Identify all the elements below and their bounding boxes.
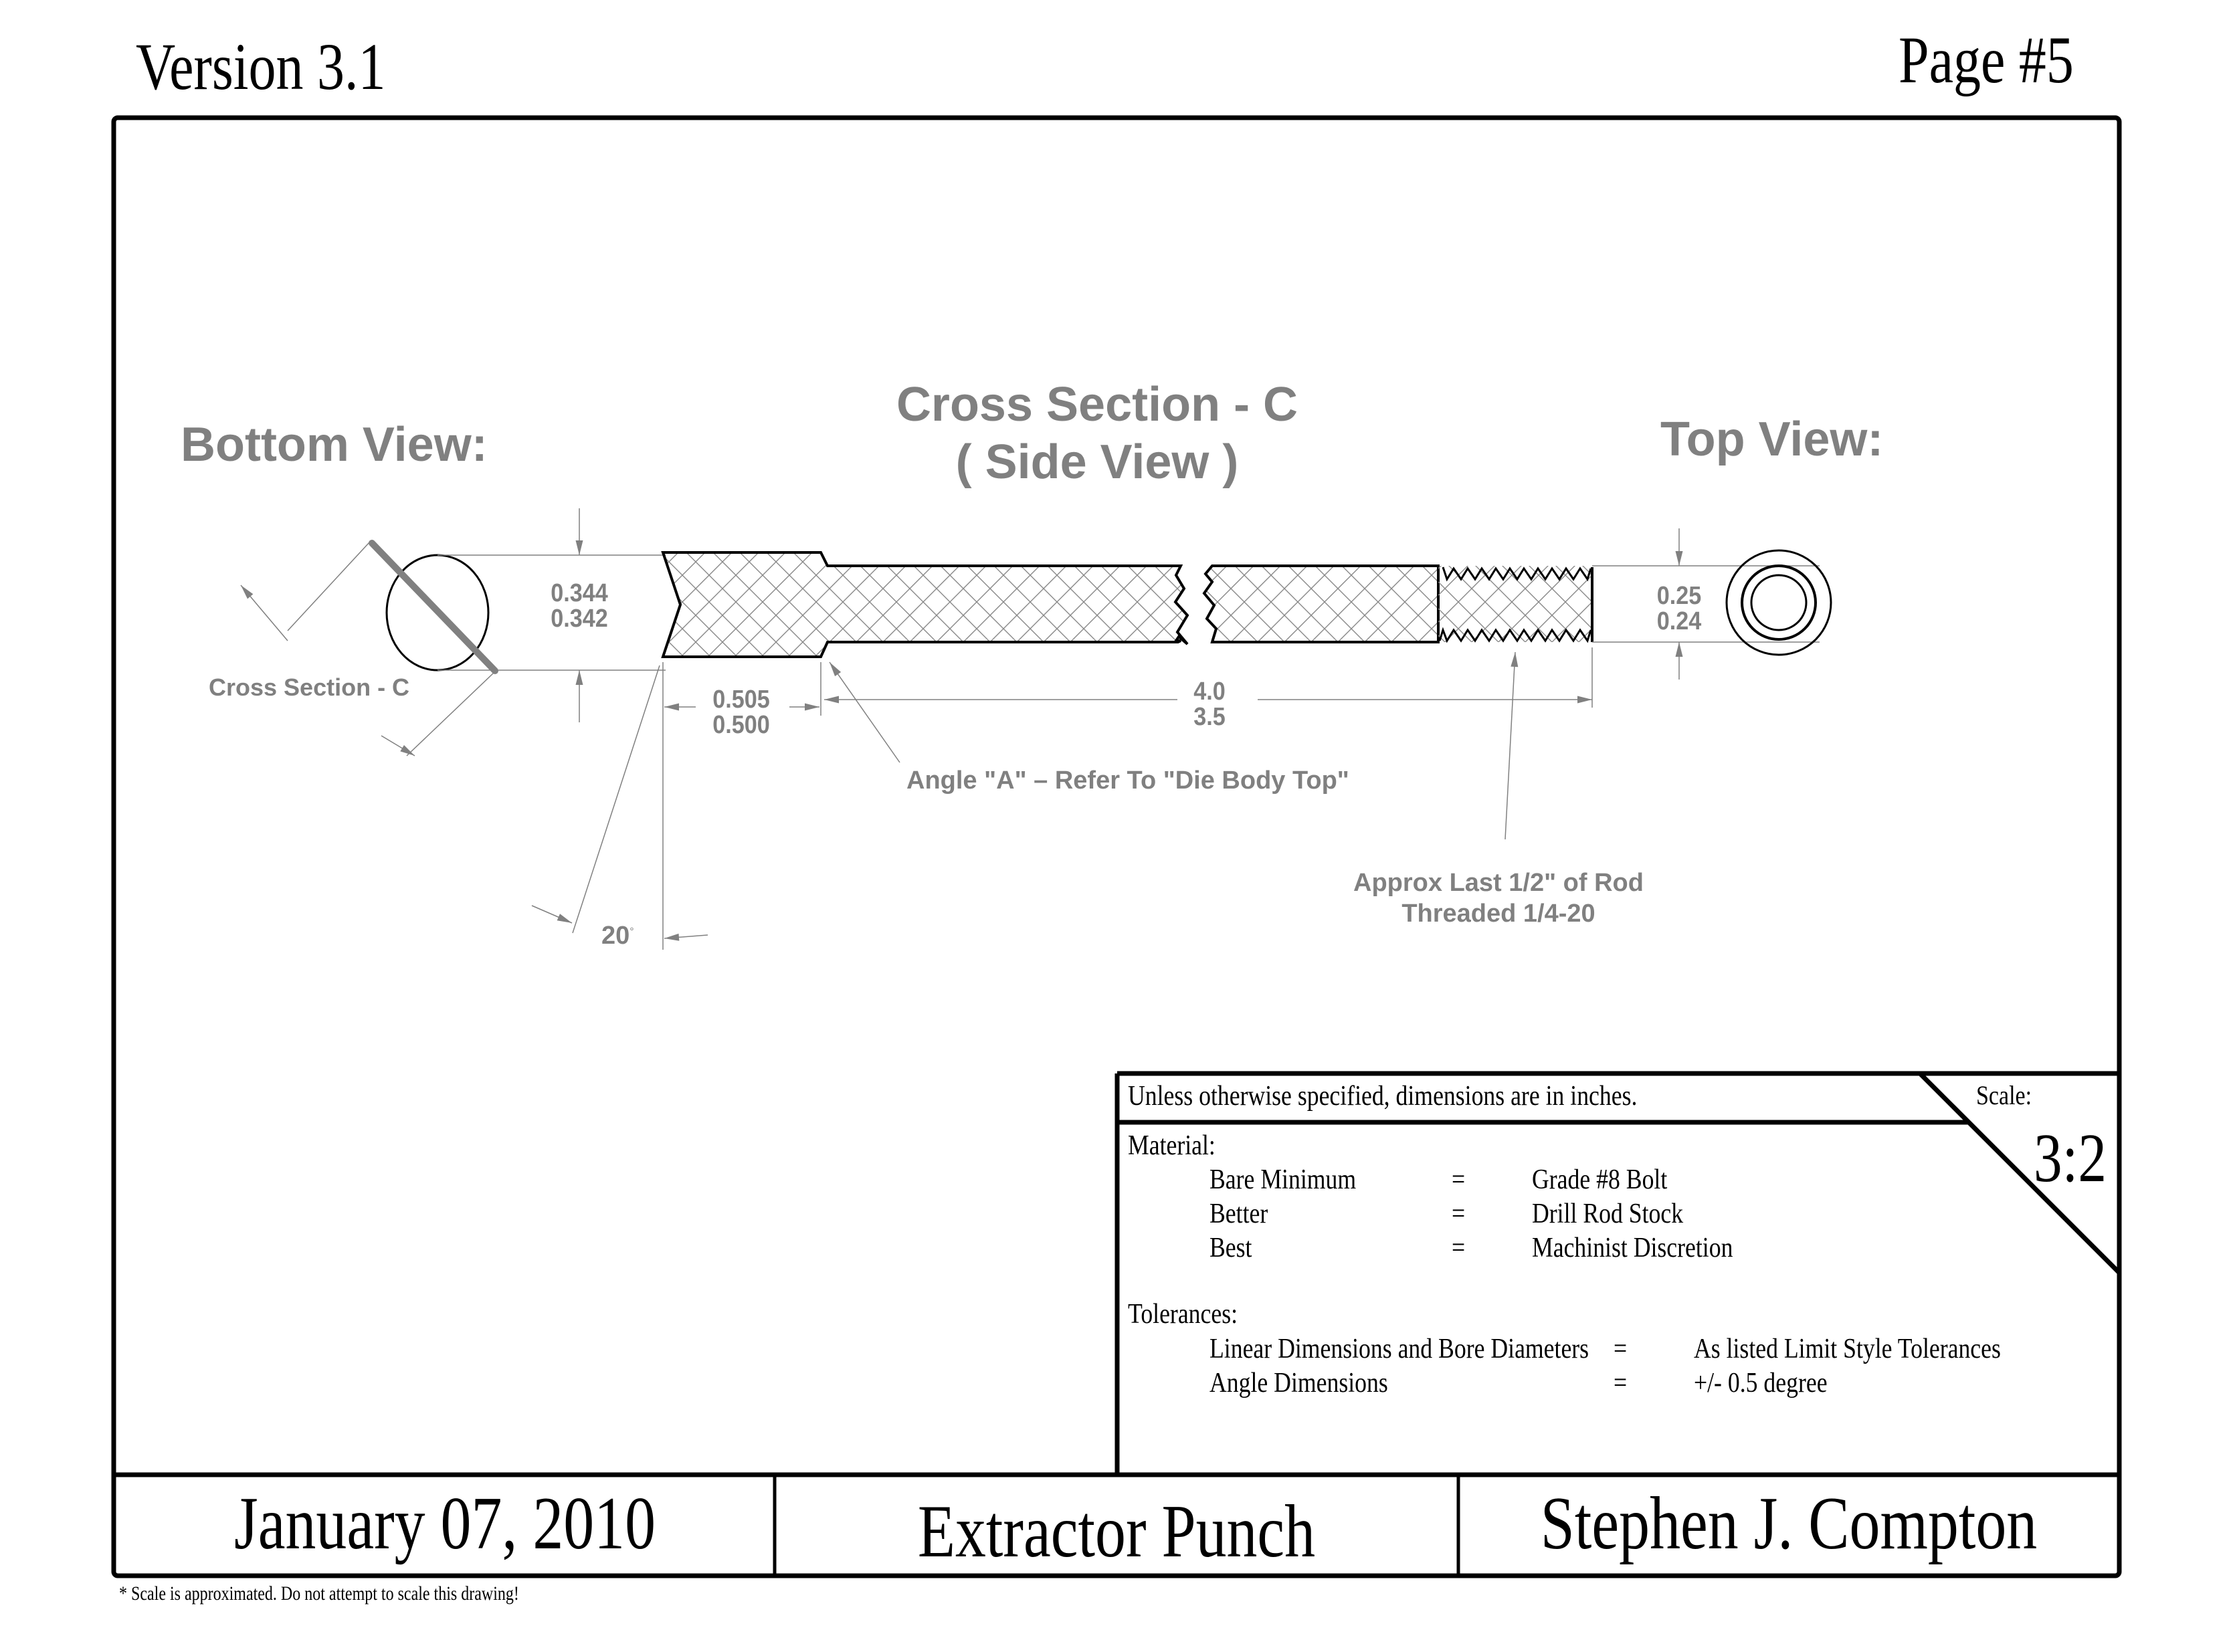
top-view-title: Top View: xyxy=(1660,413,1884,466)
side-view-title-line2: ( Side View ) xyxy=(955,435,1239,490)
thread-diameter-min: 0.24 xyxy=(1656,607,1702,635)
thread-diameter-dim: 0.25 0.24 xyxy=(1650,583,1708,634)
section-cut-line xyxy=(369,540,498,674)
shaft-length-min: 3.5 xyxy=(1193,703,1226,731)
tolerance-eq: = xyxy=(1614,1368,1628,1399)
punch-shaft-right xyxy=(1202,564,1440,643)
page-number: Page #5 xyxy=(1899,23,2074,97)
side-view-dimensions xyxy=(531,528,1820,950)
head-length-min: 0.500 xyxy=(712,711,770,739)
bottom-view xyxy=(240,508,666,756)
tolerance-value: As listed Limit Style Tolerances xyxy=(1694,1334,2001,1364)
shaft-length-max: 4.0 xyxy=(1193,678,1226,706)
thread-note-line1: Approx Last 1/2" of Rod xyxy=(1353,869,1644,897)
threaded-section xyxy=(1438,566,1592,642)
head-diameter-max: 0.344 xyxy=(551,579,608,607)
material-grade: Bare Minimum xyxy=(1209,1164,1357,1195)
units-note: Unless otherwise specified, dimensions a… xyxy=(1128,1081,1638,1112)
drawing-date: January 07, 2010 xyxy=(233,1482,656,1565)
scale-value: 3:2 xyxy=(2034,1120,2107,1197)
top-view-thread-circle xyxy=(1741,564,1817,641)
tip-angle-dim: 20° xyxy=(601,922,634,950)
tip-angle-unit: ° xyxy=(629,926,634,938)
material-value: Drill Rod Stock xyxy=(1532,1199,1684,1229)
top-view xyxy=(1725,549,1832,656)
head-diameter-dim: 0.344 0.342 xyxy=(545,581,614,631)
head-diameter-min: 0.342 xyxy=(551,605,608,633)
top-view-inner-circle xyxy=(1750,574,1808,631)
punch-head-and-shaft-left xyxy=(661,551,1189,658)
bottom-view-title: Bottom View: xyxy=(181,418,488,472)
tolerance-item: Angle Dimensions xyxy=(1209,1368,1388,1399)
tip-angle-value: 20 xyxy=(601,922,630,950)
shaft-length-dim: 4.0 3.5 xyxy=(1185,679,1234,730)
version-label: Version 3.1 xyxy=(136,29,386,104)
section-label: Cross Section - C xyxy=(209,674,410,701)
scale-disclaimer: * Scale is approximated. Do not attempt … xyxy=(119,1582,519,1605)
material-eq: = xyxy=(1452,1199,1466,1229)
tolerance-value: +/- 0.5 degree xyxy=(1694,1368,1828,1399)
drawing-frame xyxy=(111,115,2122,1578)
part-name: Extractor Punch xyxy=(917,1490,1316,1573)
thread-bottom xyxy=(1438,627,1592,643)
head-length-dim: 0.505 0.500 xyxy=(705,687,777,738)
side-view-title-line1: Cross Section - C xyxy=(896,378,1298,431)
angle-a-note: Angle "A" – Refer To "Die Body Top" xyxy=(906,766,1349,795)
side-view-title: Cross Section - C ( Side View ) xyxy=(856,376,1338,492)
material-eq: = xyxy=(1452,1164,1466,1195)
side-view-body xyxy=(661,551,1593,658)
scale-label: Scale: xyxy=(1976,1080,2032,1110)
thread-diameter-max: 0.25 xyxy=(1656,582,1702,610)
tolerance-item: Linear Dimensions and Bore Diameters xyxy=(1209,1334,1589,1364)
tolerance-eq: = xyxy=(1614,1334,1628,1364)
material-grade: Better xyxy=(1209,1199,1268,1229)
head-length-max: 0.505 xyxy=(712,686,770,714)
material-grade: Best xyxy=(1209,1233,1252,1263)
author-name: Stephen J. Compton xyxy=(1540,1482,2038,1565)
material-value: Machinist Discretion xyxy=(1532,1233,1733,1263)
thread-top xyxy=(1442,566,1592,582)
top-view-outer-circle xyxy=(1725,549,1832,656)
material-eq: = xyxy=(1452,1233,1466,1263)
thread-note: Approx Last 1/2" of Rod Threaded 1/4-20 xyxy=(1331,868,1666,929)
material-value: Grade #8 Bolt xyxy=(1532,1164,1668,1195)
material-heading: Material: xyxy=(1128,1130,1216,1161)
thread-note-line2: Threaded 1/4-20 xyxy=(1401,899,1595,928)
tolerances-heading: Tolerances: xyxy=(1128,1299,1238,1330)
title-block-lines xyxy=(114,1071,2121,1576)
